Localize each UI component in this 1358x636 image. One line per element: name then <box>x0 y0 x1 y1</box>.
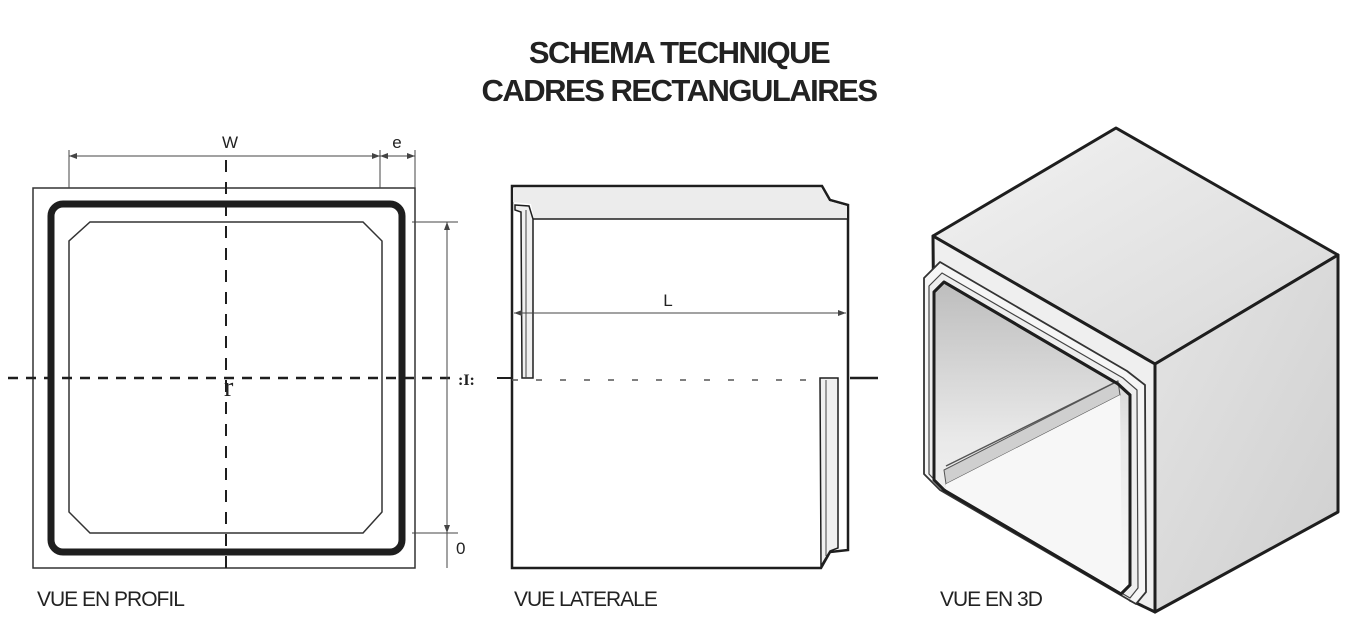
l-arrow-left <box>514 310 522 316</box>
caption-lateral: VUE LATERALE <box>514 588 658 611</box>
l-dimension-label: L <box>663 291 672 310</box>
w-arrow-right <box>372 153 380 159</box>
iso-interior-bottom <box>946 395 1122 588</box>
profile-view: r W e 0 <box>8 133 465 575</box>
h-arrow-top <box>444 222 450 230</box>
l-arrow-right <box>838 310 846 316</box>
iso-interior-edge <box>945 380 1119 467</box>
title-line-2: CADRES RECTANGULAIRES <box>481 73 878 108</box>
iso-view <box>923 126 1340 614</box>
lateral-left-spigot <box>514 204 534 379</box>
profile-inner-chamfered-opening <box>68 221 383 534</box>
e-arrow-left <box>380 153 388 159</box>
title-line-1: SCHEMA TECHNIQUE <box>528 35 831 70</box>
profile-axis-mark: r <box>224 372 234 403</box>
lateral-view: L :I: <box>458 184 878 570</box>
caption-profile: VUE EN PROFIL <box>37 588 185 611</box>
w-arrow-left <box>69 153 77 159</box>
diagram-title: SCHEMA TECHNIQUE CADRES RECTANGULAIRES <box>0 34 1358 110</box>
lateral-right-socket <box>819 377 839 569</box>
lateral-outline <box>510 184 850 570</box>
iso-inner-opening-outline <box>932 280 1132 596</box>
e-dimension-label: e <box>392 133 401 152</box>
lateral-axis-mark: :I: <box>458 372 475 389</box>
caption-3d: VUE EN 3D <box>940 588 1043 611</box>
lateral-top-band <box>513 188 847 219</box>
h-arrow-bottom <box>444 525 450 533</box>
h-dimension-label: 0 <box>456 539 465 558</box>
e-arrow-right <box>407 153 415 159</box>
w-dimension-label: W <box>222 133 238 152</box>
